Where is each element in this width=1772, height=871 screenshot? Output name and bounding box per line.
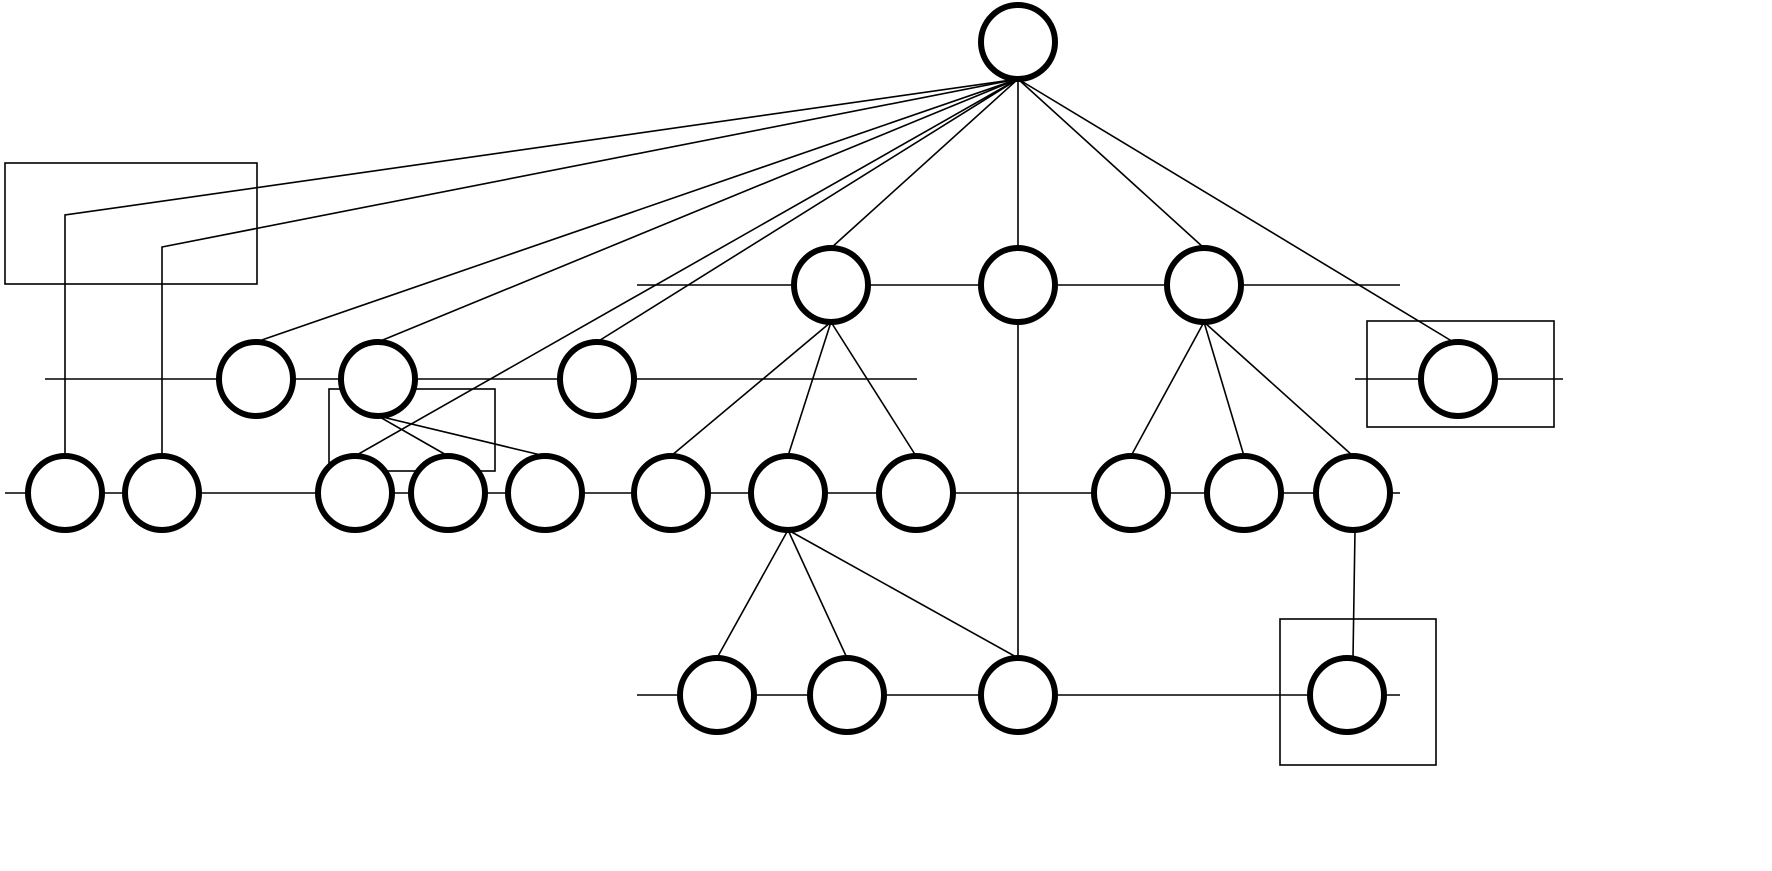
connector-line-9 bbox=[670, 321, 832, 457]
node-b3 bbox=[315, 453, 395, 533]
node-m3 bbox=[1164, 245, 1244, 325]
connector-line-20 bbox=[787, 529, 1019, 659]
connector-line-16 bbox=[377, 415, 449, 457]
node-b9 bbox=[1091, 453, 1171, 533]
connector-line-17 bbox=[377, 415, 546, 457]
connector-line-4 bbox=[1017, 78, 1456, 344]
node-b6 bbox=[631, 453, 711, 533]
connector-line-13 bbox=[1130, 321, 1205, 457]
node-m2 bbox=[978, 245, 1058, 325]
connector-line-15 bbox=[1203, 321, 1354, 457]
node-a1 bbox=[216, 339, 296, 419]
node-c4 bbox=[1307, 655, 1387, 735]
connector-line-5 bbox=[255, 78, 1019, 343]
node-c1 bbox=[677, 655, 757, 735]
node-a3 bbox=[557, 339, 637, 419]
connector-line-8 bbox=[354, 78, 1019, 457]
node-b5 bbox=[505, 453, 585, 533]
connector-polyline-2 bbox=[161, 78, 1019, 456]
connector-line-7 bbox=[596, 78, 1019, 343]
node-m1 bbox=[791, 245, 871, 325]
node-root bbox=[978, 2, 1058, 82]
connector-line-14 bbox=[1203, 321, 1245, 457]
group-box-1 bbox=[4, 162, 258, 285]
node-c2 bbox=[807, 655, 887, 735]
connector-line-10 bbox=[787, 321, 832, 457]
connector-line-2 bbox=[830, 78, 1019, 249]
connector-line-19 bbox=[787, 529, 848, 659]
node-b11 bbox=[1313, 453, 1393, 533]
node-b7 bbox=[748, 453, 828, 533]
node-c3 bbox=[978, 655, 1058, 735]
group-box-4 bbox=[1279, 618, 1437, 766]
node-b8 bbox=[876, 453, 956, 533]
connector-line-3 bbox=[1017, 78, 1205, 249]
connector-line-18 bbox=[716, 529, 789, 659]
connector-polyline-1 bbox=[64, 78, 1019, 456]
node-a2 bbox=[338, 339, 418, 419]
node-rr bbox=[1418, 339, 1498, 419]
node-b1 bbox=[25, 453, 105, 533]
node-b10 bbox=[1204, 453, 1284, 533]
nodes bbox=[25, 2, 1498, 735]
connector-line-6 bbox=[377, 78, 1019, 343]
connector-lines bbox=[64, 78, 1456, 659]
group-box-3 bbox=[1366, 320, 1555, 428]
connector-line-11 bbox=[830, 321, 917, 457]
connector-line-21 bbox=[1352, 529, 1356, 659]
node-b2 bbox=[122, 453, 202, 533]
node-b4 bbox=[408, 453, 488, 533]
